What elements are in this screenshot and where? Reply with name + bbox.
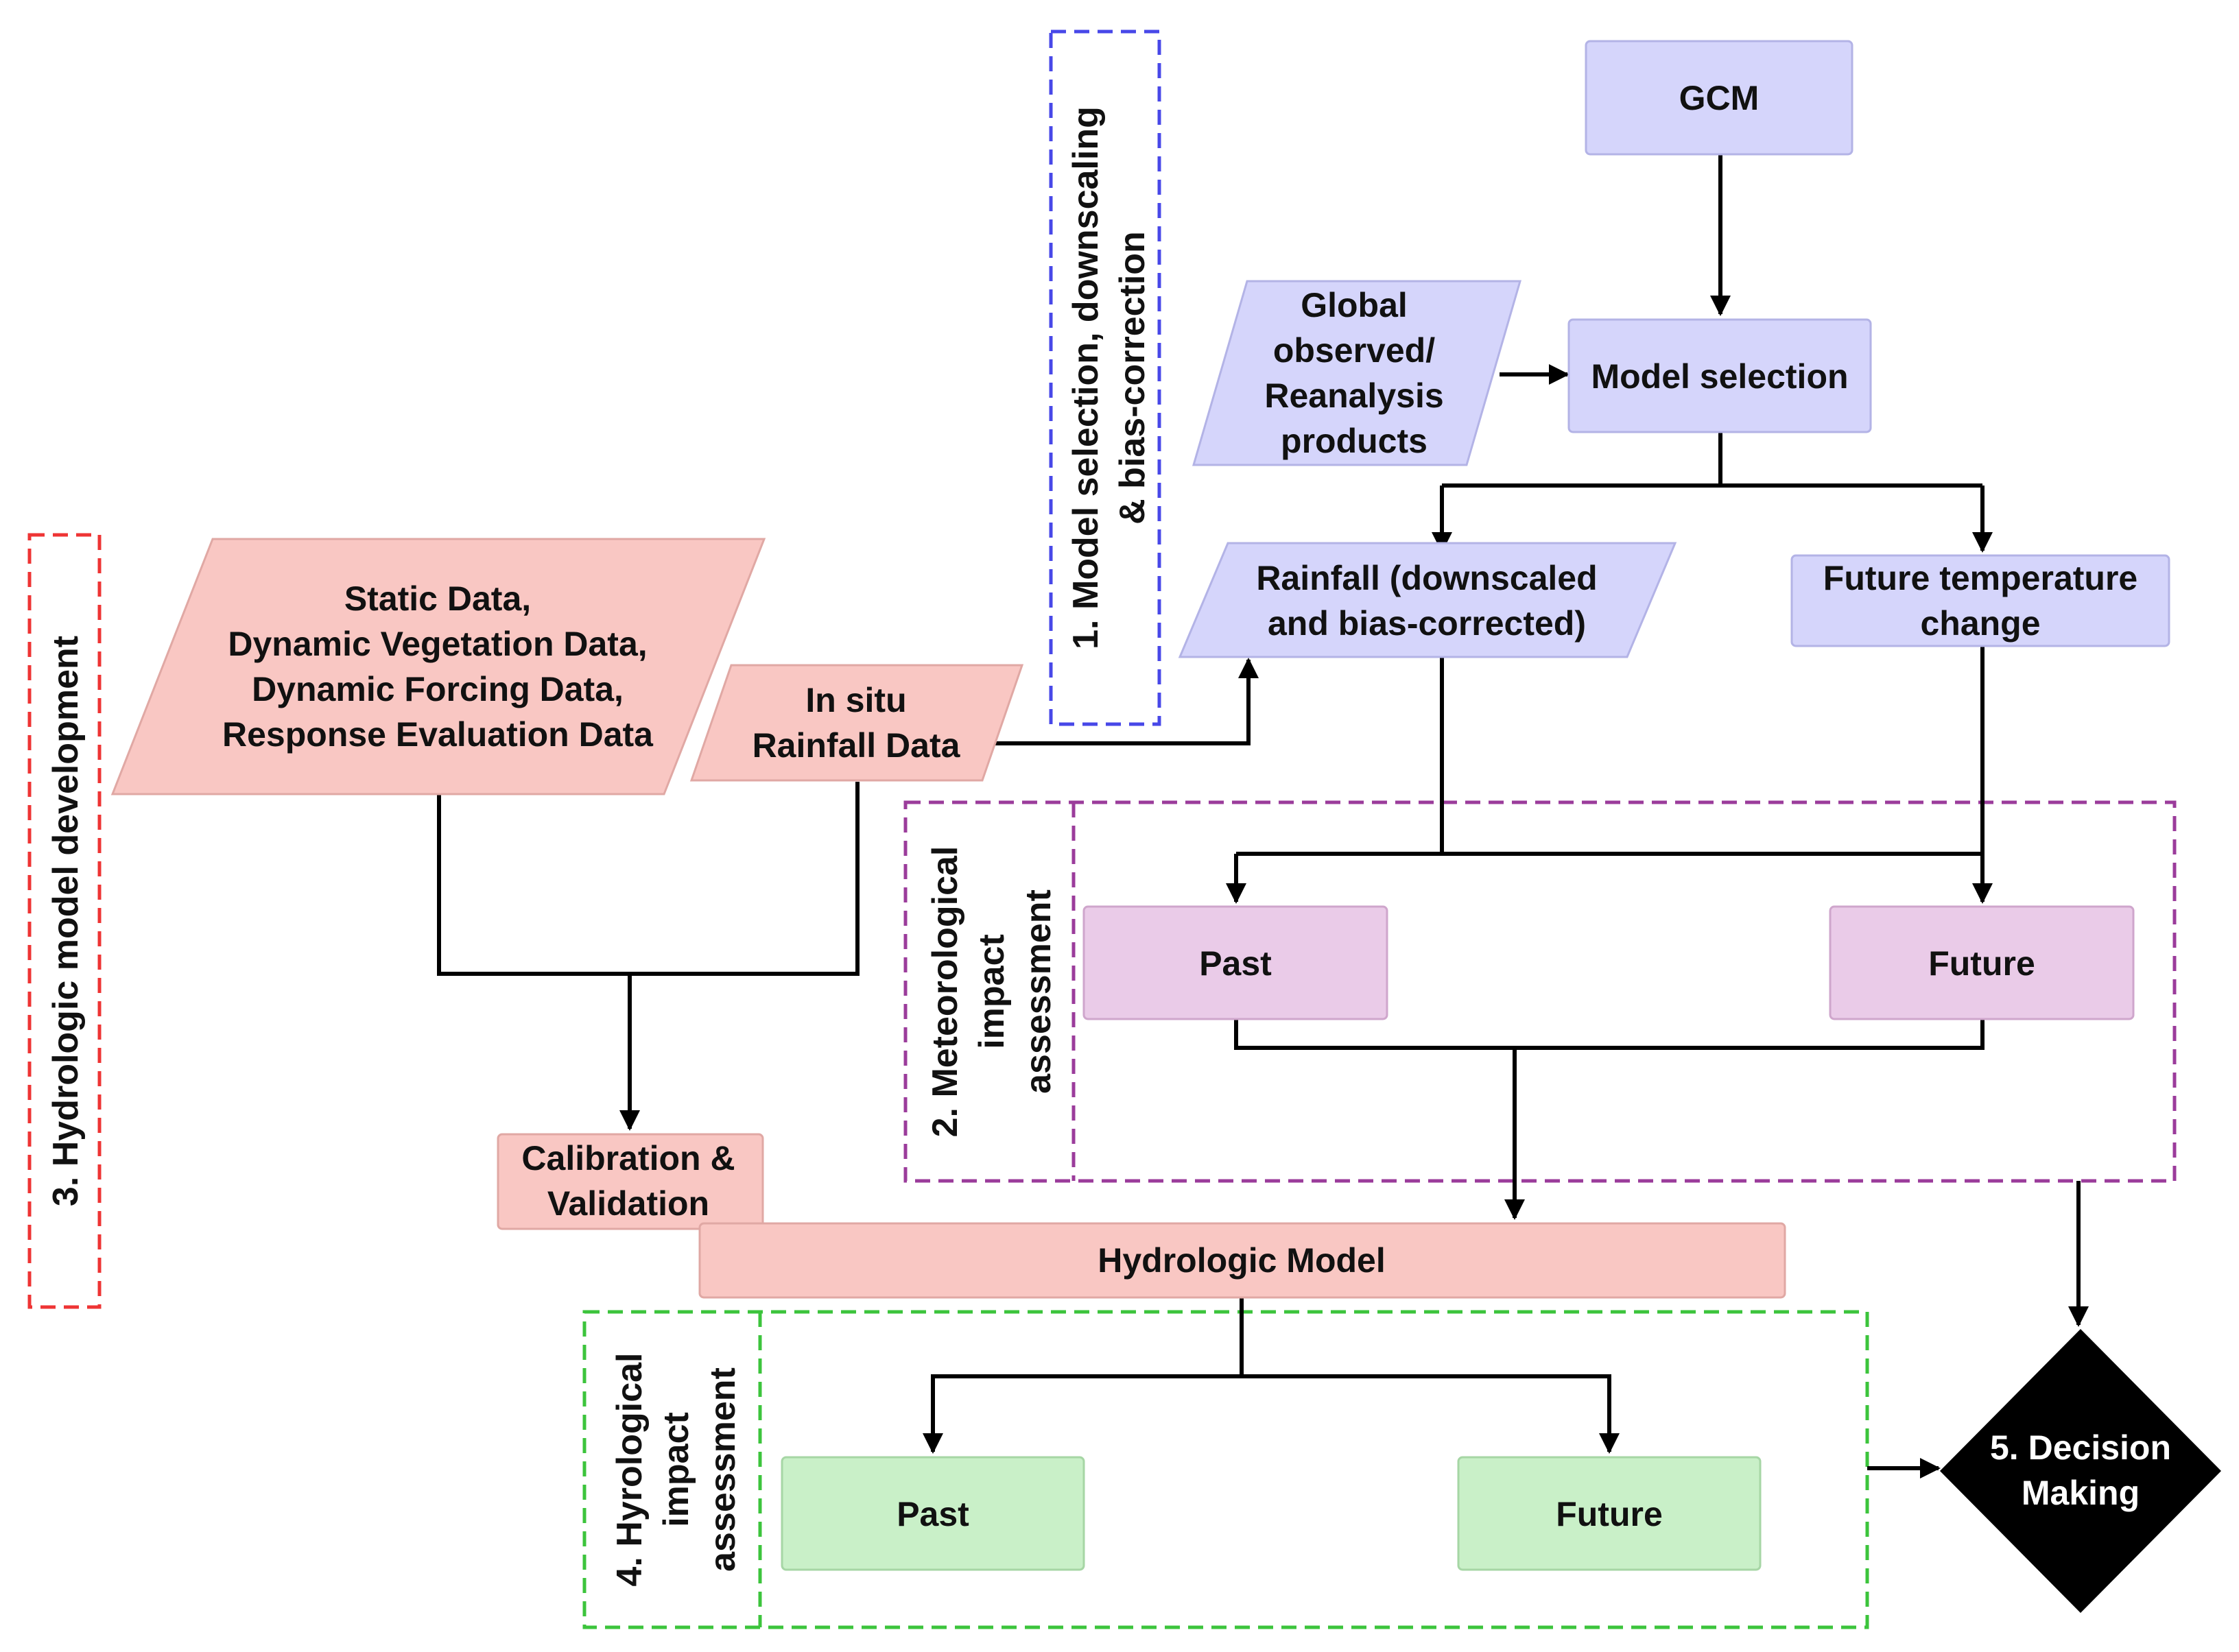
hyd-future-label: Future [1556, 1495, 1663, 1533]
met-future-label: Future [1928, 944, 2035, 983]
edge-model-selection-split [1442, 432, 1982, 488]
group-2-border [903, 800, 2177, 1183]
rainfall-shape [1178, 542, 1677, 658]
model-selection-box [1567, 318, 1872, 433]
node-hydrologic-model: Hydrologic Model [698, 1222, 1786, 1299]
met-future-box [1829, 905, 2135, 1020]
gcm-box [1585, 40, 1853, 156]
group-1-label: 1. Model selection, downscaling& bias-co… [1066, 106, 1152, 649]
hydrologic-model-label: Hydrologic Model [1098, 1241, 1385, 1280]
gcm-label: GCM [1679, 79, 1760, 117]
met-past-label: Past [1199, 944, 1272, 983]
static-data-shape [110, 538, 766, 795]
node-met-future: Future [1829, 905, 2135, 1020]
future-temperature-box [1790, 554, 2170, 647]
group-4-border [582, 1310, 1869, 1629]
calibration-label: Calibration &Validation [521, 1139, 735, 1223]
group-3-label: 3. Hydrologic model development [46, 636, 86, 1206]
node-model-selection: Model selection [1567, 318, 1872, 433]
static-data-label: Static Data,Dynamic Vegetation Data,Dyna… [222, 579, 654, 754]
calibration-box [497, 1133, 764, 1230]
node-static-data: Static Data,Dynamic Vegetation Data,Dyna… [110, 538, 766, 795]
node-calibration: Calibration &Validation [497, 1133, 764, 1230]
global-observed-shape [1192, 280, 1521, 466]
node-hyd-future: Future [1457, 1456, 1762, 1571]
in-situ-shape [689, 664, 1024, 782]
edges [437, 155, 2089, 1479]
met-past-box [1082, 905, 1388, 1020]
group-1-border [1049, 29, 1161, 726]
node-gcm: GCM [1585, 40, 1853, 156]
hyd-future-box [1457, 1456, 1762, 1571]
edge-static-data-down [437, 782, 860, 976]
group-3-hydrologic-model: 3. Hydrologic model development [27, 533, 102, 1309]
edge-hydro-split [931, 1297, 1611, 1450]
node-hyd-past: Past [781, 1456, 1085, 1571]
decision-diamond [1940, 1329, 2221, 1613]
model-selection-label: Model selection [1591, 357, 1848, 396]
edge-met-merge [1234, 1018, 1985, 1050]
hyd-past-label: Past [897, 1495, 969, 1533]
group-1-model-selection: 1. Model selection, downscaling& bias-co… [1049, 29, 1161, 726]
edge-in-situ-to-rainfall [988, 658, 1259, 745]
hyd-past-box [781, 1456, 1085, 1571]
hydrologic-model-box [698, 1222, 1786, 1299]
group-3-border [27, 533, 102, 1309]
node-met-past: Past [1082, 905, 1388, 1020]
